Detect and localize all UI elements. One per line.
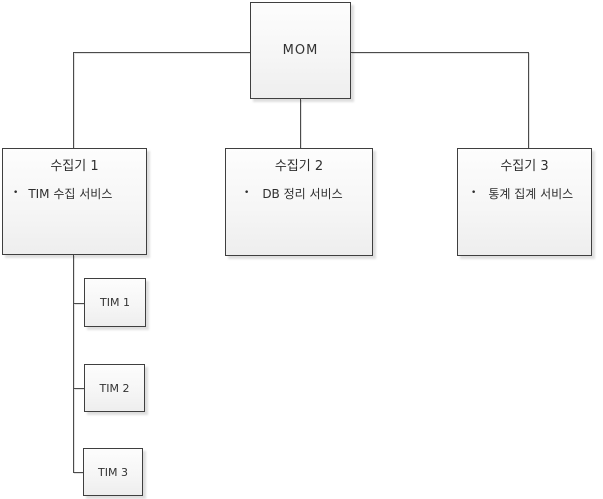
node-tim3-label: TIM 3: [98, 465, 128, 479]
edge-mom-collector3-horizontal: [351, 52, 528, 53]
collector3-service-label: 통계 집계 서비스: [488, 187, 574, 201]
edge-collector1-tim-trunk: [73, 255, 74, 472]
node-tim2-label: TIM 2: [99, 381, 130, 395]
collector2-service-item: • DB 정리 서비스: [226, 185, 372, 202]
edge-mom-collector1-vertical: [73, 52, 74, 148]
edge-trunk-tim3: [73, 472, 83, 473]
bullet-icon: •: [13, 188, 19, 198]
collector3-service-item: • 통계 집계 서비스: [458, 185, 591, 202]
node-mom: MOM: [250, 2, 351, 99]
edge-mom-collector1-horizontal: [73, 52, 250, 53]
bullet-icon: •: [244, 188, 250, 198]
node-collector3-title: 수집기 3: [500, 159, 549, 174]
collector2-service-label: DB 정리 서비스: [262, 187, 343, 201]
node-tim1: TIM 1: [84, 278, 146, 327]
node-mom-label: MOM: [282, 43, 319, 58]
node-tim2: TIM 2: [84, 364, 145, 412]
node-collector1: 수집기 1 • TIM 수집 서비스: [2, 148, 147, 255]
edge-trunk-tim1: [73, 303, 84, 304]
bullet-icon: •: [471, 188, 477, 198]
edge-mom-collector3-vertical: [528, 52, 529, 148]
node-collector3: 수집기 3 • 통계 집계 서비스: [457, 148, 592, 256]
edge-trunk-tim2: [73, 388, 84, 389]
node-tim1-label: TIM 1: [100, 296, 130, 309]
node-collector1-title: 수집기 1: [50, 159, 99, 174]
node-tim3: TIM 3: [83, 448, 143, 496]
collector1-service-label: TIM 수집 서비스: [28, 187, 113, 201]
edge-mom-collector2-vertical: [300, 99, 301, 148]
node-collector2: 수집기 2 • DB 정리 서비스: [225, 148, 373, 256]
collector1-service-item: • TIM 수집 서비스: [3, 185, 146, 202]
node-collector2-title: 수집기 2: [274, 159, 324, 174]
